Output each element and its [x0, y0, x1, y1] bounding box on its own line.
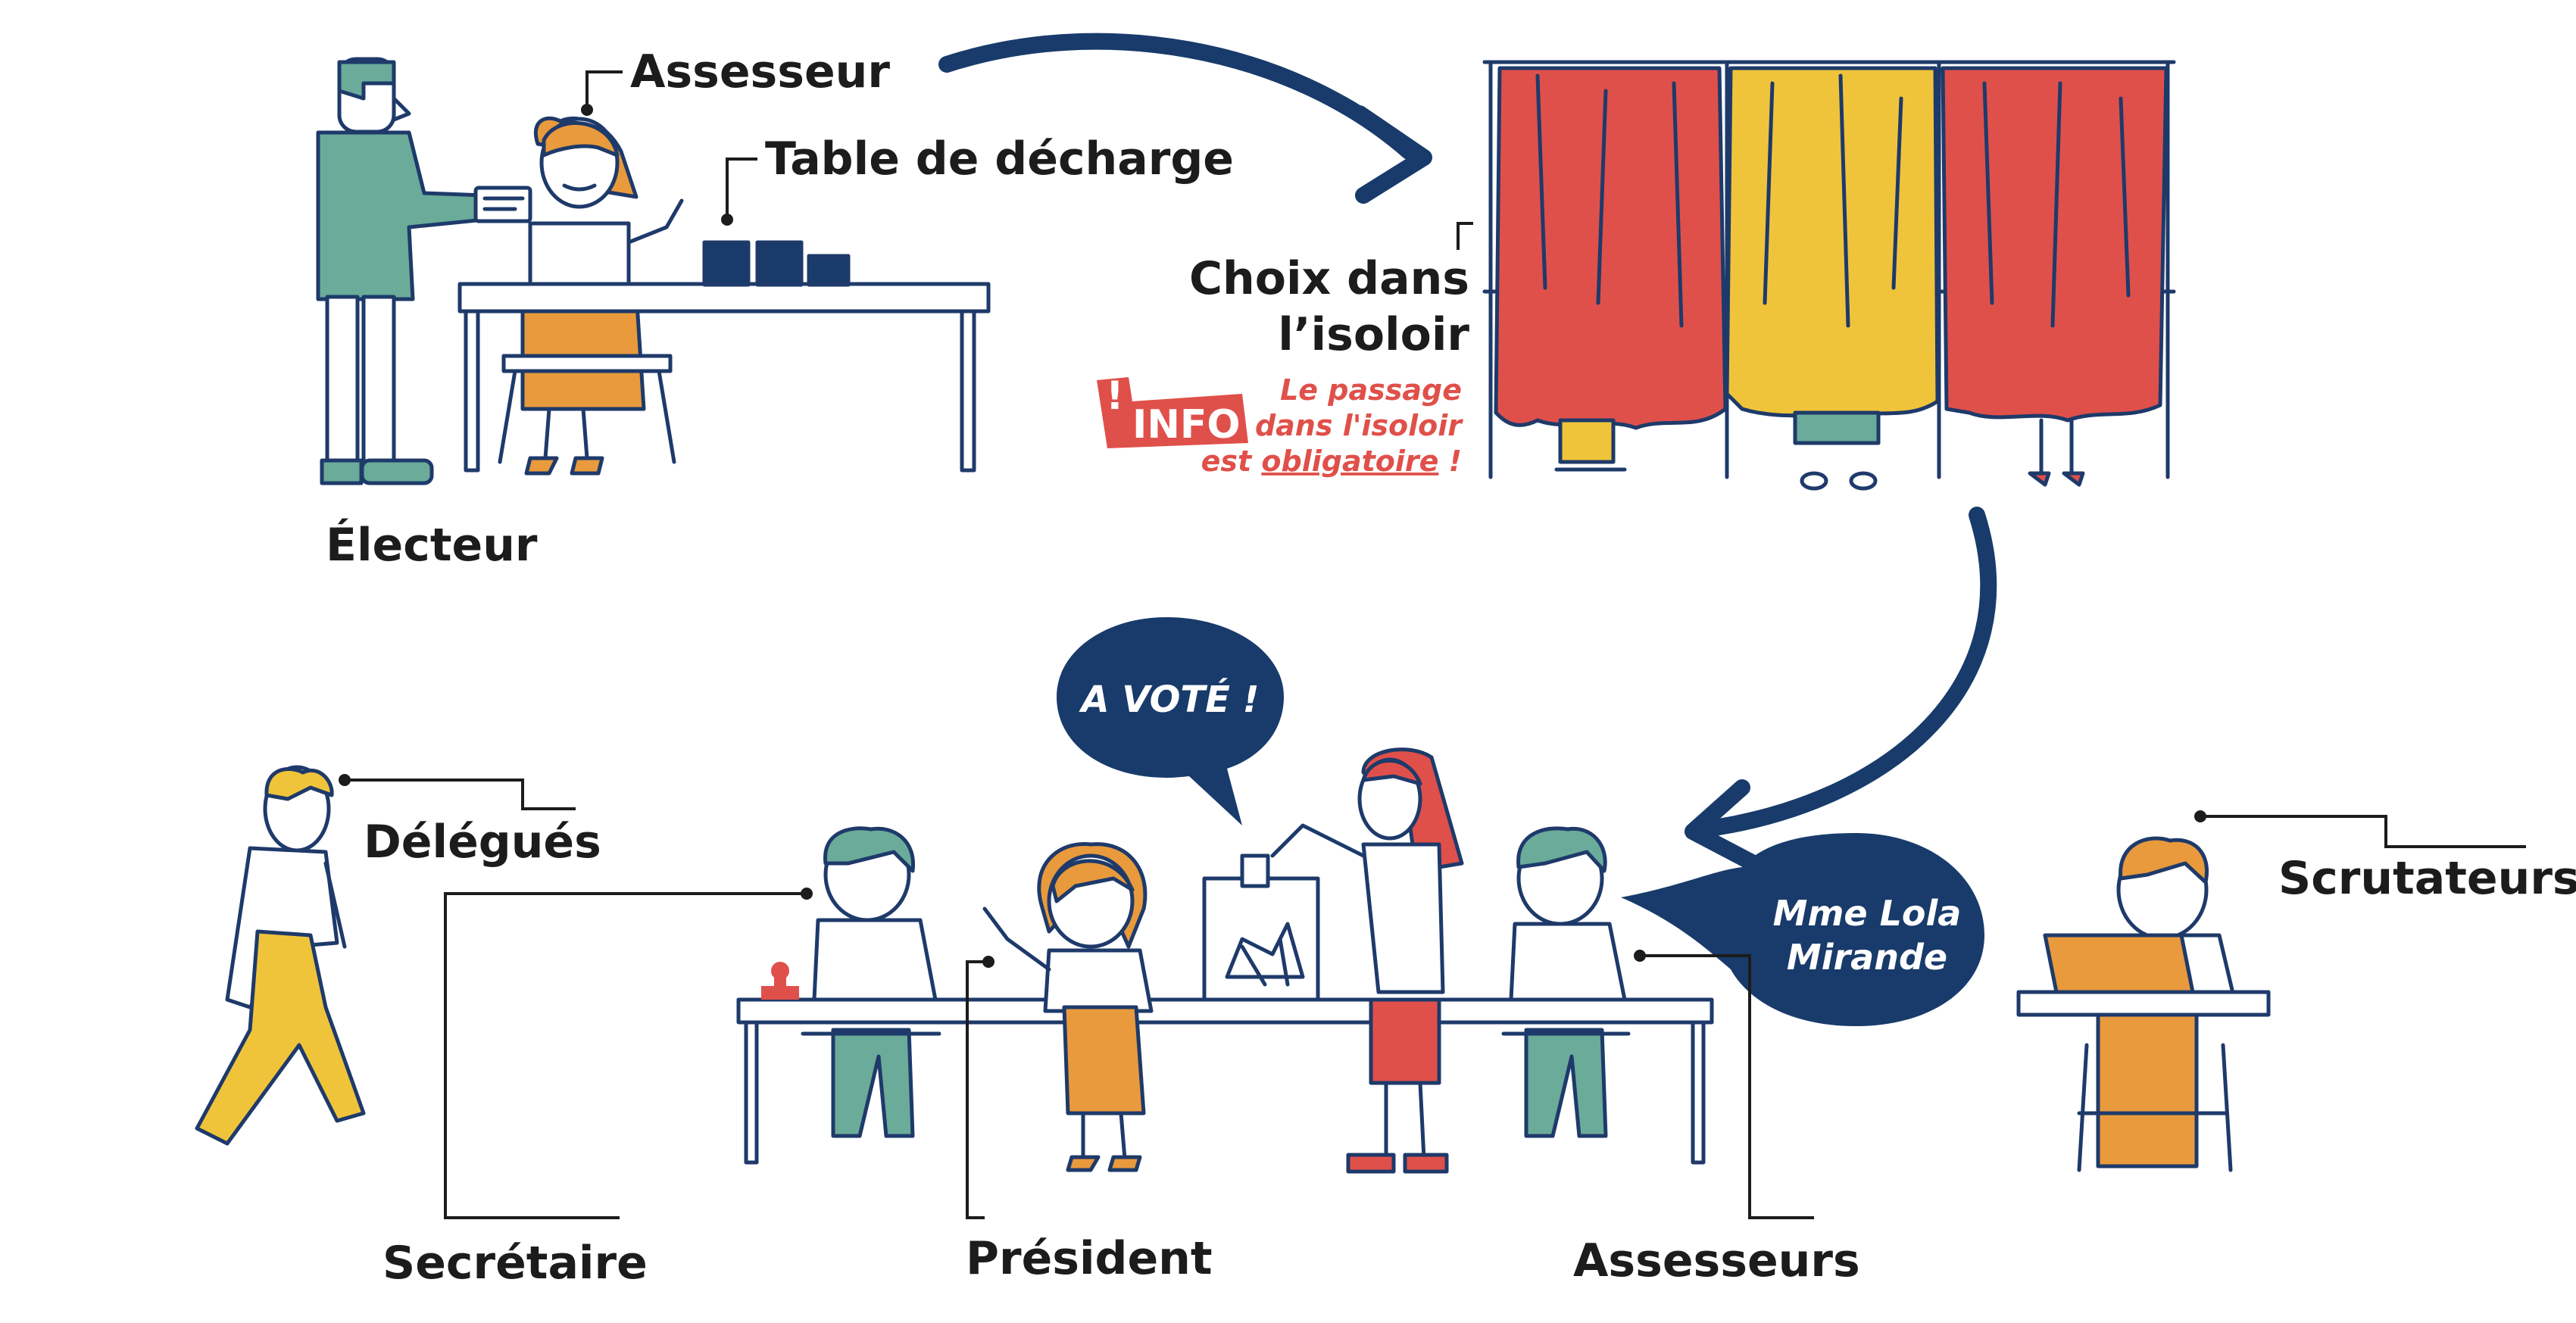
bubble-name-line2: Mirande — [1787, 937, 1947, 978]
curtain-yellow — [1725, 66, 1940, 419]
bureau-table — [736, 997, 1714, 1165]
ballot-stack-1 — [702, 240, 751, 287]
info-badge-shape — [1097, 377, 1248, 448]
bubble-name-line1: Mme Lola — [1773, 893, 1962, 934]
label-table-de-decharge: Table de décharge — [765, 133, 1234, 186]
info-badge-label: INFO — [1132, 402, 1241, 448]
laptop-icon — [2043, 933, 2195, 994]
label-choix-line2: l’isoloir — [1278, 308, 1469, 361]
leader-choix — [1457, 222, 1473, 250]
label-scrutateurs: Scrutateurs — [2278, 852, 2576, 905]
info-line3-suffix: ! — [1438, 445, 1462, 478]
stamp-icon — [761, 962, 799, 1000]
president-figure — [982, 841, 1154, 1172]
delegue-figure — [195, 765, 366, 1146]
label-secretaire: Secrétaire — [382, 1237, 648, 1290]
leaders-top-left — [581, 70, 757, 226]
info-badge: ! INFO — [1097, 373, 1248, 448]
info-line3: est obligatoire ! — [1201, 445, 1462, 478]
scrutateur-figure — [2016, 836, 2271, 1172]
bubble-a-vote-text: A VOTÉ ! — [1078, 678, 1259, 721]
label-electeur: Électeur — [326, 517, 538, 572]
leaders-bottom — [339, 774, 2526, 1219]
flow-arrows — [938, 33, 1997, 872]
ballot-stack-3 — [807, 254, 851, 287]
secretaire-figure — [801, 826, 941, 1138]
table-de-decharge — [457, 240, 991, 473]
bubble-a-vote: A VOTÉ ! — [1057, 617, 1284, 825]
arrow-to-urne-head — [1685, 779, 1762, 872]
electeur-figure — [316, 57, 532, 485]
arrow-to-urne — [1696, 507, 1997, 838]
label-delegues: Délégués — [364, 816, 601, 869]
info-line3-underlined: obligatoire — [1261, 445, 1438, 478]
arrow-to-isoloir-head — [1351, 105, 1432, 204]
ballot-stack-2 — [755, 240, 804, 287]
assesseur-figure — [498, 116, 684, 476]
curtain-red-left — [1494, 66, 1728, 430]
info-line2: dans l'isoloir — [1255, 409, 1463, 442]
info-line3-prefix: est — [1201, 445, 1262, 478]
assesseur-table-figure — [1501, 826, 1631, 1138]
bubble-name: Mme Lola Mirande — [1621, 833, 1984, 1026]
label-choix-line1: Choix dans — [1189, 252, 1469, 305]
label-president: Président — [966, 1232, 1213, 1285]
label-assesseurs: Assesseurs — [1573, 1234, 1860, 1287]
info-line1: Le passage — [1280, 373, 1462, 407]
label-assesseur: Assesseur — [630, 45, 890, 98]
info-badge-mark: ! — [1106, 373, 1124, 419]
isoloir-booths — [1482, 60, 2176, 491]
ballot-box — [1202, 853, 1320, 1002]
votante-figure — [1270, 747, 1464, 1174]
